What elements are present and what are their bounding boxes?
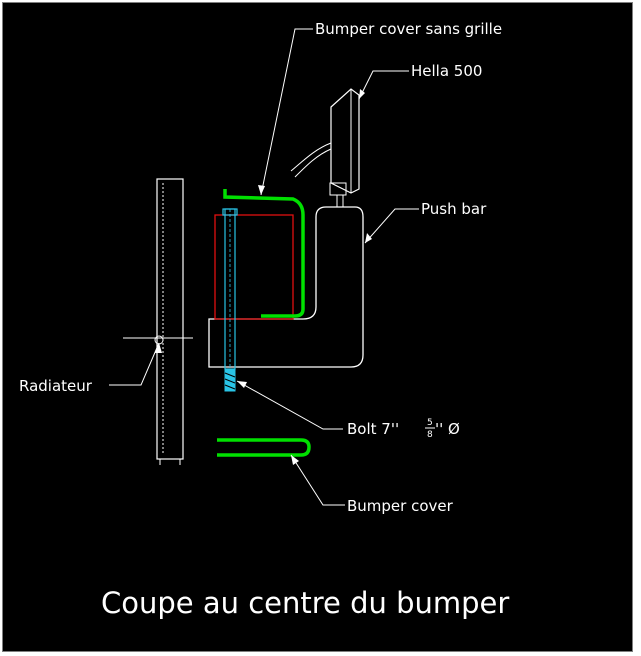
label-radiateur: Radiateur bbox=[19, 377, 93, 395]
label-bumper-cover-sans-grille: Bumper cover sans grille bbox=[315, 20, 502, 38]
label-push-bar: Push bar bbox=[421, 200, 487, 218]
label-bolt-fraction-denominator: 8 bbox=[427, 430, 433, 440]
arrow-head bbox=[291, 455, 299, 465]
arrow-head bbox=[359, 89, 365, 99]
label-bolt: Bolt 7'' bbox=[347, 420, 399, 438]
arrow-head bbox=[258, 185, 265, 195]
hella-light bbox=[290, 88, 360, 207]
bumper-cover-shape bbox=[217, 438, 311, 457]
drawing-caption: Coupe au centre du bumper bbox=[101, 586, 509, 620]
cad-section-drawing: Bumper cover sans grille Hella 500 Push … bbox=[19, 20, 509, 620]
leader-lines bbox=[109, 28, 419, 506]
radiator bbox=[123, 178, 193, 465]
arrow-head bbox=[237, 381, 247, 388]
label-bolt-suffix: '' Ø bbox=[435, 420, 460, 438]
label-hella: Hella 500 bbox=[411, 62, 482, 80]
bumper-cover-sans-grille-shape bbox=[223, 189, 305, 318]
red-block bbox=[214, 214, 294, 320]
arrow-head bbox=[365, 233, 372, 243]
label-bolt-fraction-numerator: 5 bbox=[427, 418, 433, 428]
arrow-head bbox=[155, 343, 162, 353]
label-bumper-cover: Bumper cover bbox=[347, 497, 454, 515]
bolt bbox=[222, 208, 238, 392]
push-bar bbox=[208, 206, 364, 368]
drawing-frame: Bumper cover sans grille Hella 500 Push … bbox=[2, 2, 633, 652]
